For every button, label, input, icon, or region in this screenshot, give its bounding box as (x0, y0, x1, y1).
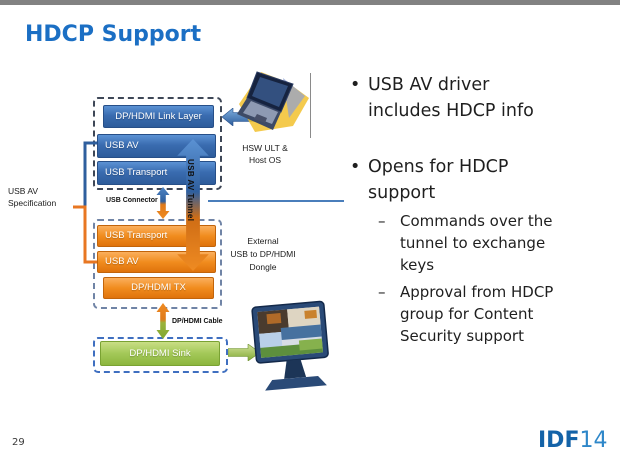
logo-idf-text: IDF (538, 428, 580, 453)
bullet-text: Opens for HDCP support (368, 157, 509, 203)
page-title: HDCP Support (25, 22, 202, 47)
usb-connector-label: USB Connector (106, 197, 158, 204)
hsw-line-1: HSW ULT & (242, 143, 288, 153)
spec-line-2: Specification (8, 197, 57, 208)
dp-hdmi-cable-arrow (156, 303, 170, 339)
bullet-icon: • (350, 157, 361, 177)
divider-line (310, 73, 311, 138)
sink-to-monitor-arrow (228, 344, 260, 361)
box-dp-hdmi-link-layer: DP/HDMI Link Layer (103, 105, 214, 128)
bullet-opens-for-hdcp: • Opens for HDCP support (350, 154, 556, 206)
usb-av-spec-bracket (73, 141, 97, 264)
external-line-3: Dongle (249, 262, 277, 272)
spec-line-1: USB AV (8, 186, 39, 196)
usb-av-tunnel-arrow (177, 139, 209, 271)
dash-icon: – (378, 212, 386, 230)
laptop-image (237, 71, 309, 132)
bullet-text: Approval from HDCP group for Content Sec… (400, 283, 554, 345)
bullet-usb-av-driver: • USB AV driver includes HDCP info (350, 72, 556, 124)
monitor-image (251, 300, 329, 391)
idf14-logo: IDF14 (538, 428, 607, 453)
external-dongle-label: External USB to DP/HDMI Dongle (226, 235, 300, 274)
top-bar (0, 0, 620, 5)
box-dp-hdmi-sink: DP/HDMI Sink (100, 341, 220, 366)
dongle-stack-container (93, 219, 222, 309)
external-line-1: External (247, 236, 279, 246)
usb-av-specification-label: USB AV Specification (8, 186, 70, 209)
tunnel-to-bullet-connector-line (208, 200, 344, 202)
usb-connector-arrow (156, 187, 170, 219)
hsw-ult-host-os-label: HSW ULT & Host OS (232, 143, 298, 166)
bullet-text: Commands over the tunnel to exchange key… (400, 212, 553, 274)
subbullet-commands: – Commands over the tunnel to exchange k… (378, 210, 556, 276)
sink-container (93, 337, 228, 373)
dp-hdmi-cable-label: DP/HDMI Cable (172, 318, 223, 325)
bullet-text: USB AV driver includes HDCP info (368, 75, 534, 121)
hsw-line-2: Host OS (248, 154, 282, 165)
dash-icon: – (378, 283, 386, 301)
box-dp-hdmi-tx: DP/HDMI TX (103, 277, 214, 299)
external-line-2: USB to DP/HDMI (230, 249, 296, 259)
page-number: 29 (12, 437, 25, 448)
subbullet-approval: – Approval from HDCP group for Content S… (378, 281, 556, 347)
logo-year-text: 14 (579, 428, 608, 453)
usb-av-tunnel-label: USB AV Tunnel (186, 159, 195, 222)
bullet-icon: • (350, 75, 361, 95)
